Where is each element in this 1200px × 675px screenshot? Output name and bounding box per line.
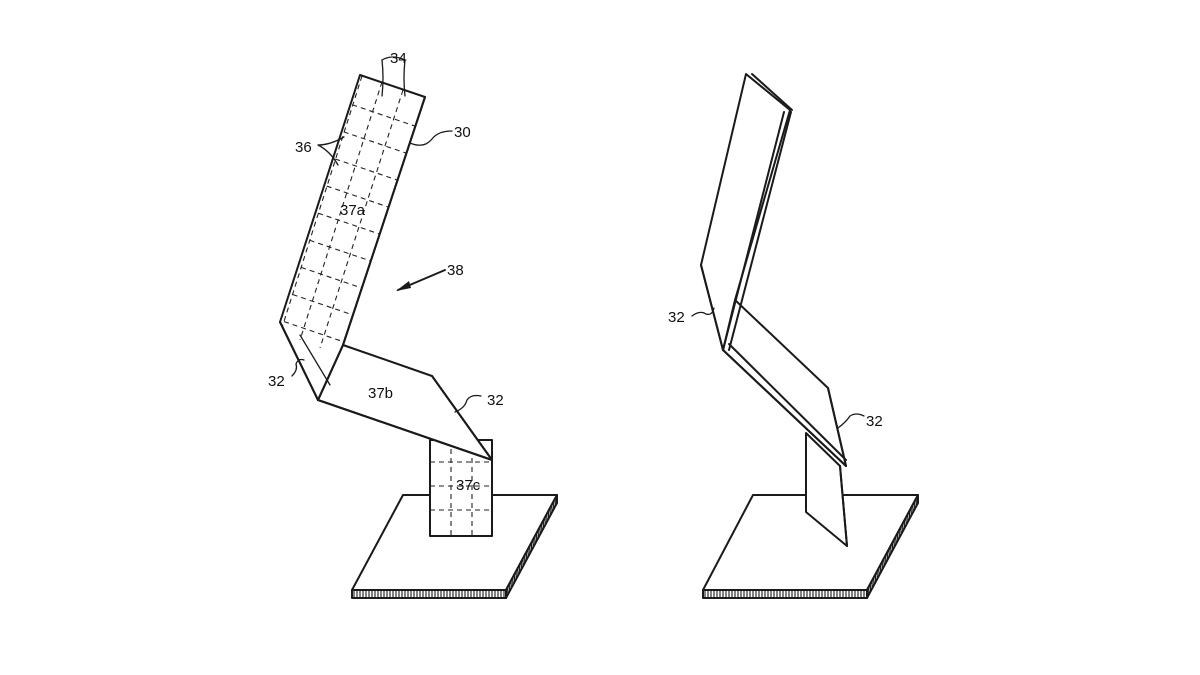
right-stem — [805, 432, 848, 547]
label-37c: 37c — [456, 477, 481, 494]
label-32-left: 32 — [268, 373, 285, 390]
label-37b: 37b — [368, 385, 393, 402]
right-upper-plate — [700, 73, 793, 351]
label-32-right-lower: 32 — [866, 413, 883, 430]
label-32-right-upper: 32 — [668, 309, 685, 326]
label-37a: 37a — [340, 202, 366, 219]
label-38: 38 — [447, 262, 464, 279]
left-figure: 34 30 36 37a 38 32 37b 32 37c — [268, 50, 558, 599]
left-leaders — [291, 56, 482, 413]
right-figure: 32 32 — [668, 73, 919, 599]
label-34: 34 — [390, 50, 407, 67]
left-base-plate — [351, 494, 558, 599]
label-30: 30 — [454, 124, 471, 141]
right-middle-plate — [722, 299, 847, 467]
upper-panel-37a — [279, 74, 426, 401]
right-leaders — [691, 307, 865, 429]
label-36: 36 — [295, 139, 312, 156]
label-32-right: 32 — [487, 392, 504, 409]
right-base-plate — [702, 494, 919, 599]
